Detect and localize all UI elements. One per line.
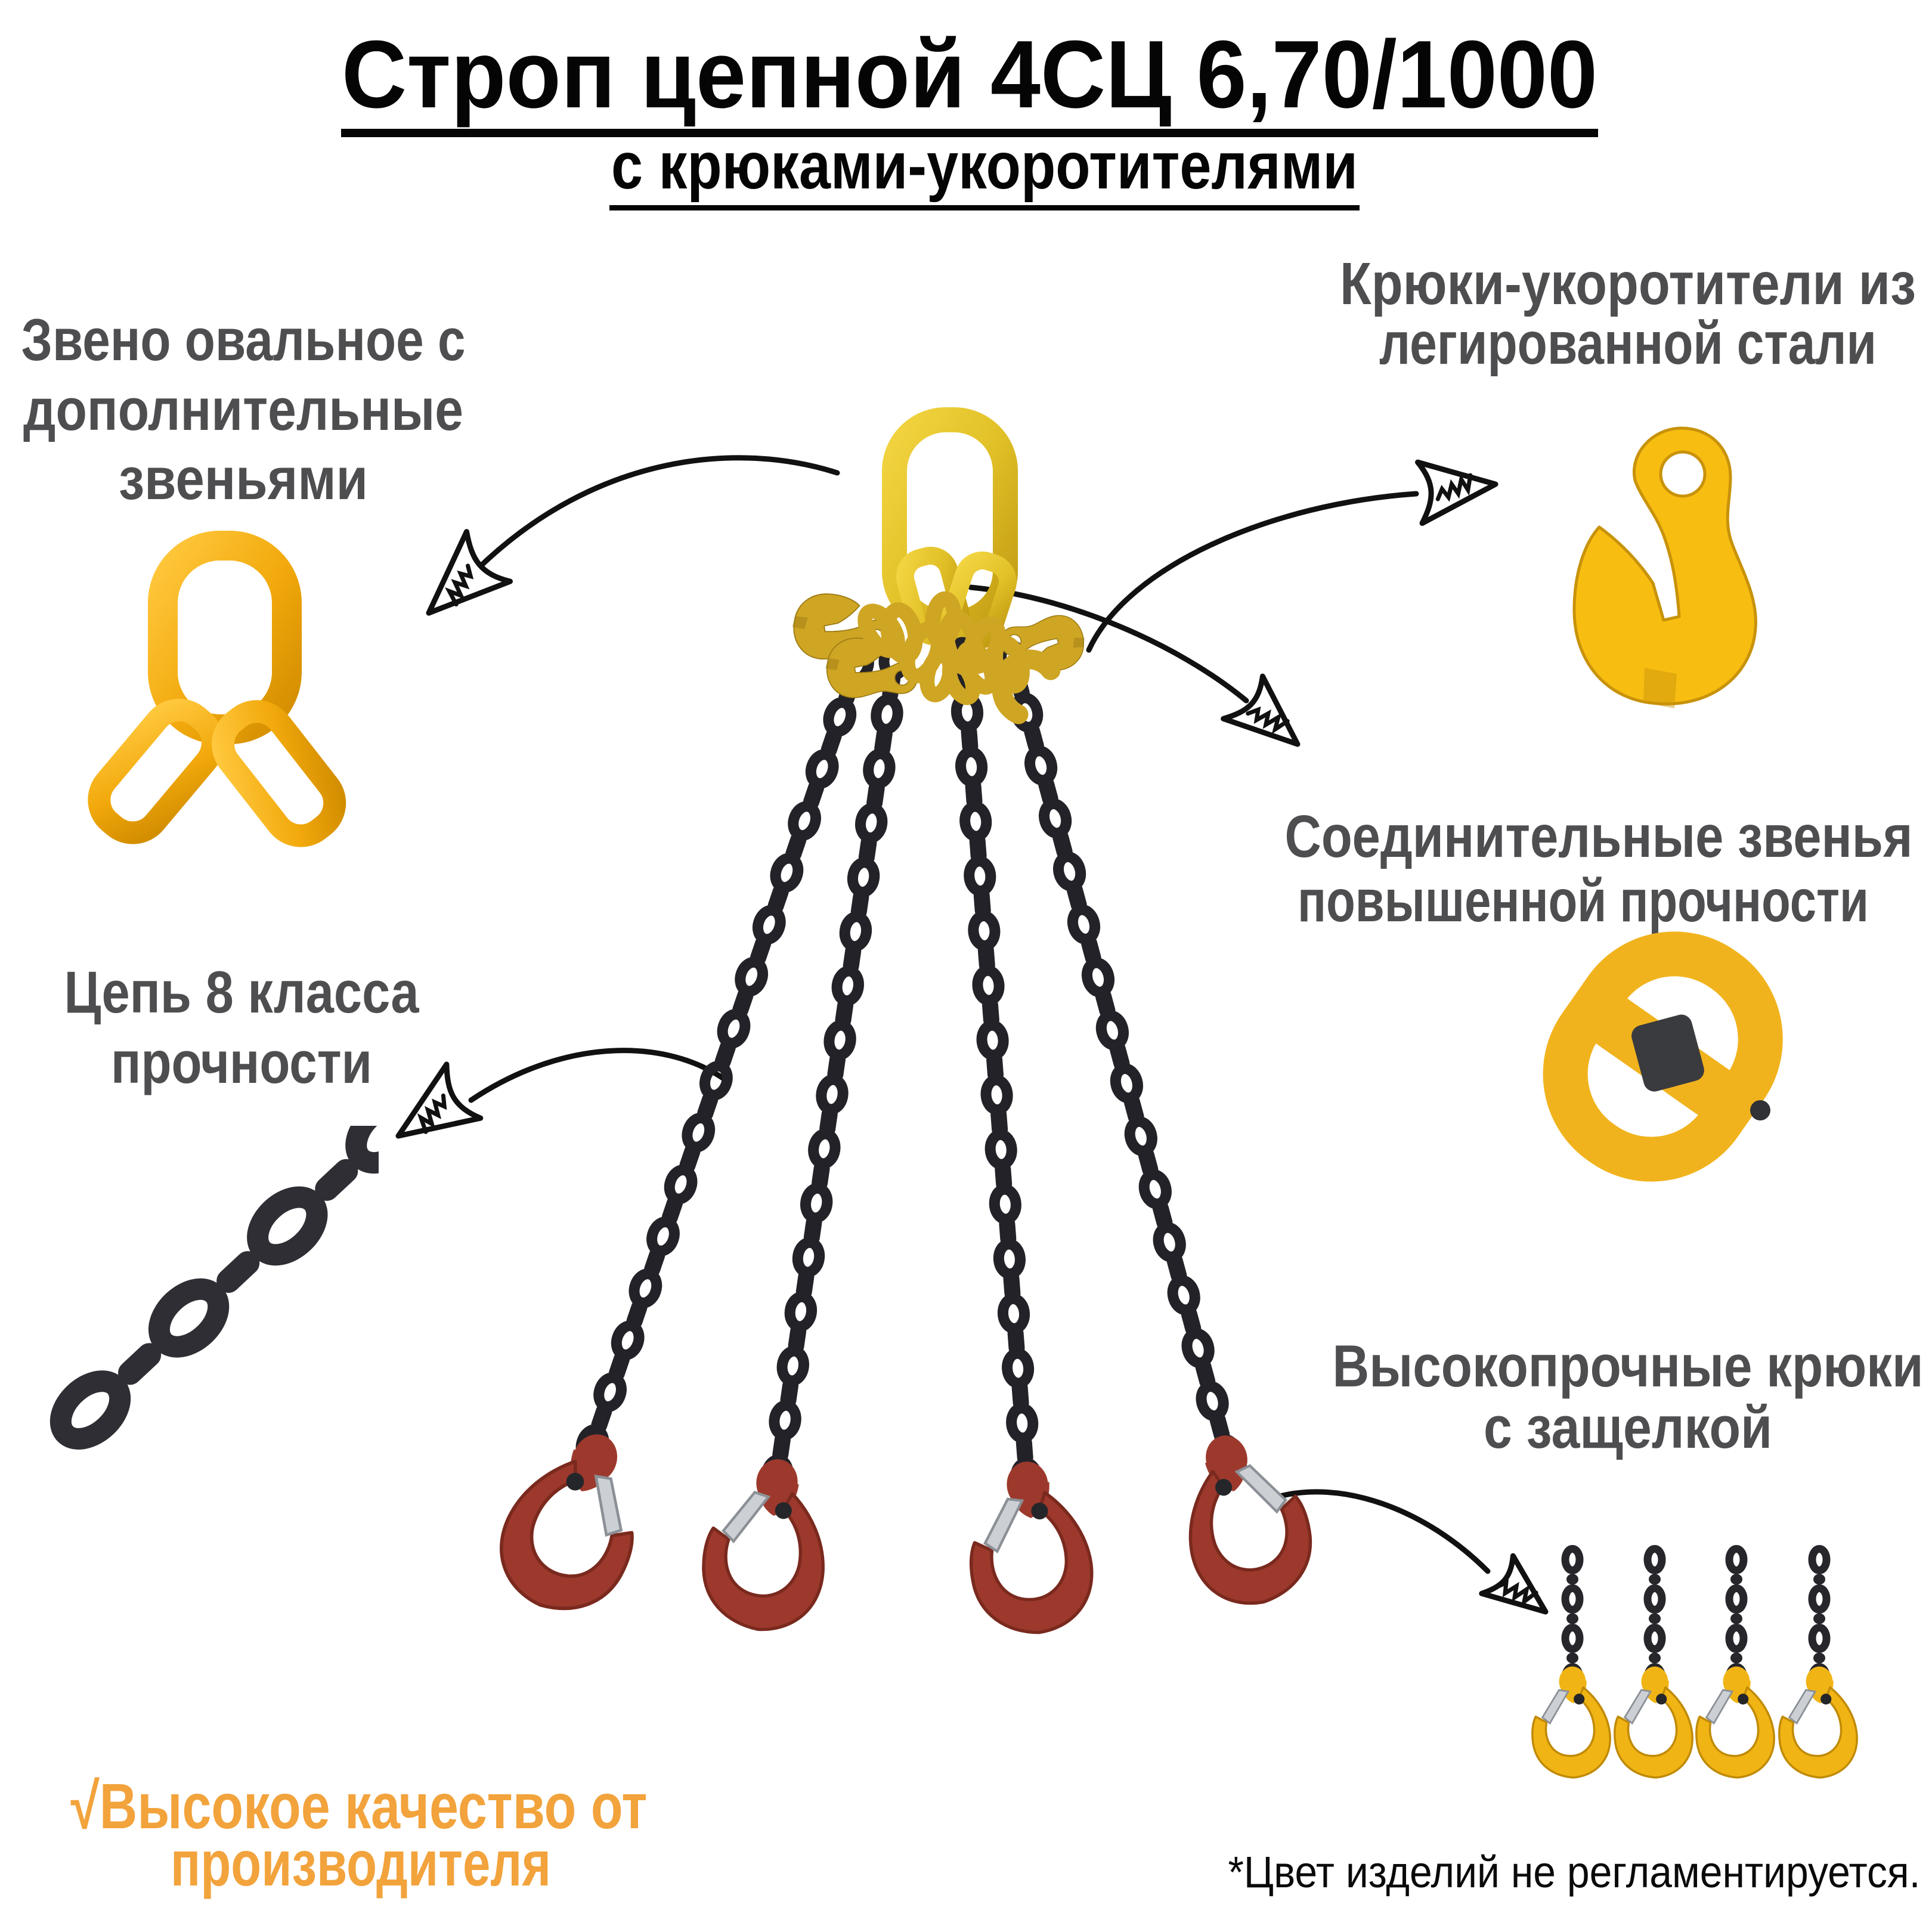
svg-text:√Высокое качество от: √Высокое качество от <box>71 1770 648 1842</box>
svg-text:Высокопрочные крюки: Высокопрочные крюки <box>1333 1333 1924 1399</box>
svg-text:Цепь 8 класса: Цепь 8 класса <box>64 959 420 1025</box>
svg-text:Звено овальное с: Звено овальное с <box>21 306 466 373</box>
svg-text:дополнительные: дополнительные <box>23 376 463 442</box>
svg-text:с защелкой: с защелкой <box>1484 1394 1772 1460</box>
svg-text:Строп цепной 4СЦ 6,70/1000: Строп цепной 4СЦ 6,70/1000 <box>342 21 1597 128</box>
svg-text:прочности: прочности <box>111 1029 372 1095</box>
svg-text:легированной стали: легированной стали <box>1379 310 1877 377</box>
svg-text:Соединительные звенья: Соединительные звенья <box>1285 803 1913 870</box>
svg-text:повышенной прочности: повышенной прочности <box>1298 868 1869 934</box>
svg-text:с крюками-укоротителями: с крюками-укоротителями <box>611 129 1358 203</box>
svg-text:звеньями: звеньями <box>119 445 368 512</box>
svg-text:Крюки-укоротители из: Крюки-укоротители из <box>1340 250 1916 317</box>
svg-text:*Цвет изделий не регламентируе: *Цвет изделий не регламентируется. <box>1228 1847 1921 1897</box>
svg-text:производителя: производителя <box>171 1827 551 1899</box>
